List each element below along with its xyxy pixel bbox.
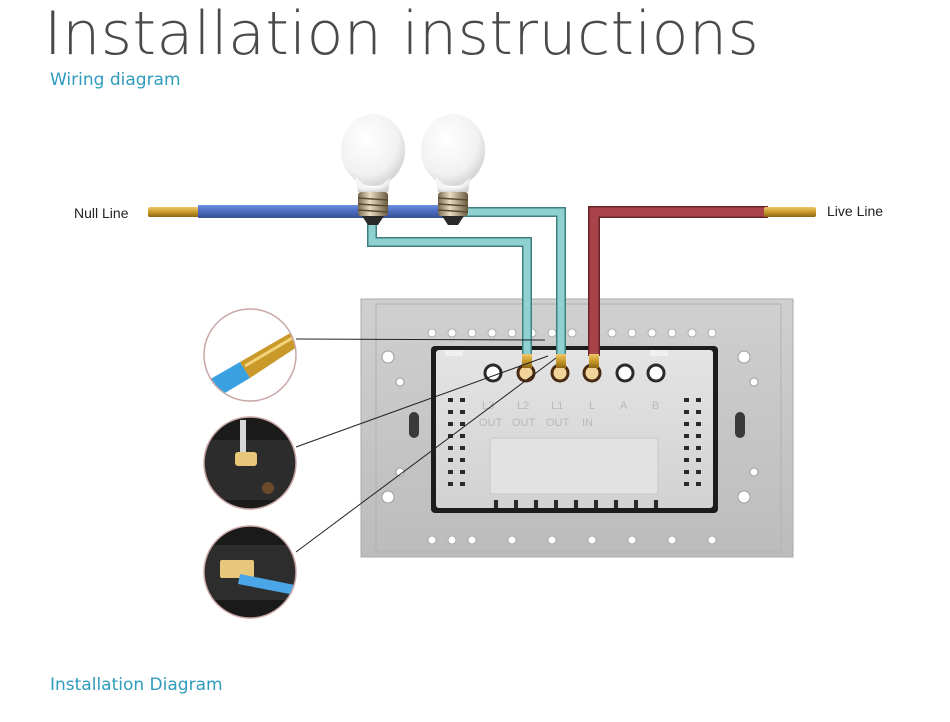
terminal-label-out-2: OUT bbox=[512, 417, 536, 429]
callout-lines bbox=[295, 338, 557, 553]
null-line-label: Null Line bbox=[74, 205, 129, 221]
terminal-label-l1: L1 bbox=[551, 400, 563, 412]
null-line-wire bbox=[148, 205, 446, 218]
live-line-wire bbox=[588, 206, 816, 368]
light-bulb-1 bbox=[341, 114, 405, 225]
live-line-label: Live Line bbox=[827, 203, 884, 219]
installation-diagram-caption: Installation Diagram bbox=[50, 675, 223, 695]
load-wire-1 bbox=[367, 222, 532, 368]
terminal-label-b: B bbox=[652, 400, 659, 412]
detail-stripped-wire bbox=[203, 308, 297, 402]
section-subtitle: Wiring diagram bbox=[50, 70, 181, 90]
terminal-label-out-3: OUT bbox=[479, 417, 503, 429]
switch-module bbox=[431, 346, 718, 513]
light-bulb-2 bbox=[421, 114, 485, 225]
terminal-label-l: L bbox=[589, 400, 595, 412]
terminal-label-out-1: OUT bbox=[546, 417, 570, 429]
detail-wire-insert bbox=[203, 525, 297, 619]
terminal-label-l2: L2 bbox=[517, 400, 529, 412]
terminal-screws bbox=[483, 363, 666, 383]
terminal-label-a: A bbox=[620, 400, 628, 412]
detail-screwdriver bbox=[203, 416, 297, 510]
terminal-labels: L3 L2 L1 L A B OUT OUT OUT IN bbox=[479, 400, 659, 429]
terminal-label-in: IN bbox=[582, 417, 593, 429]
page-title: Installation instructions bbox=[44, 0, 760, 69]
terminal-label-l3: L3 bbox=[482, 400, 494, 412]
load-wire-2 bbox=[462, 207, 566, 368]
